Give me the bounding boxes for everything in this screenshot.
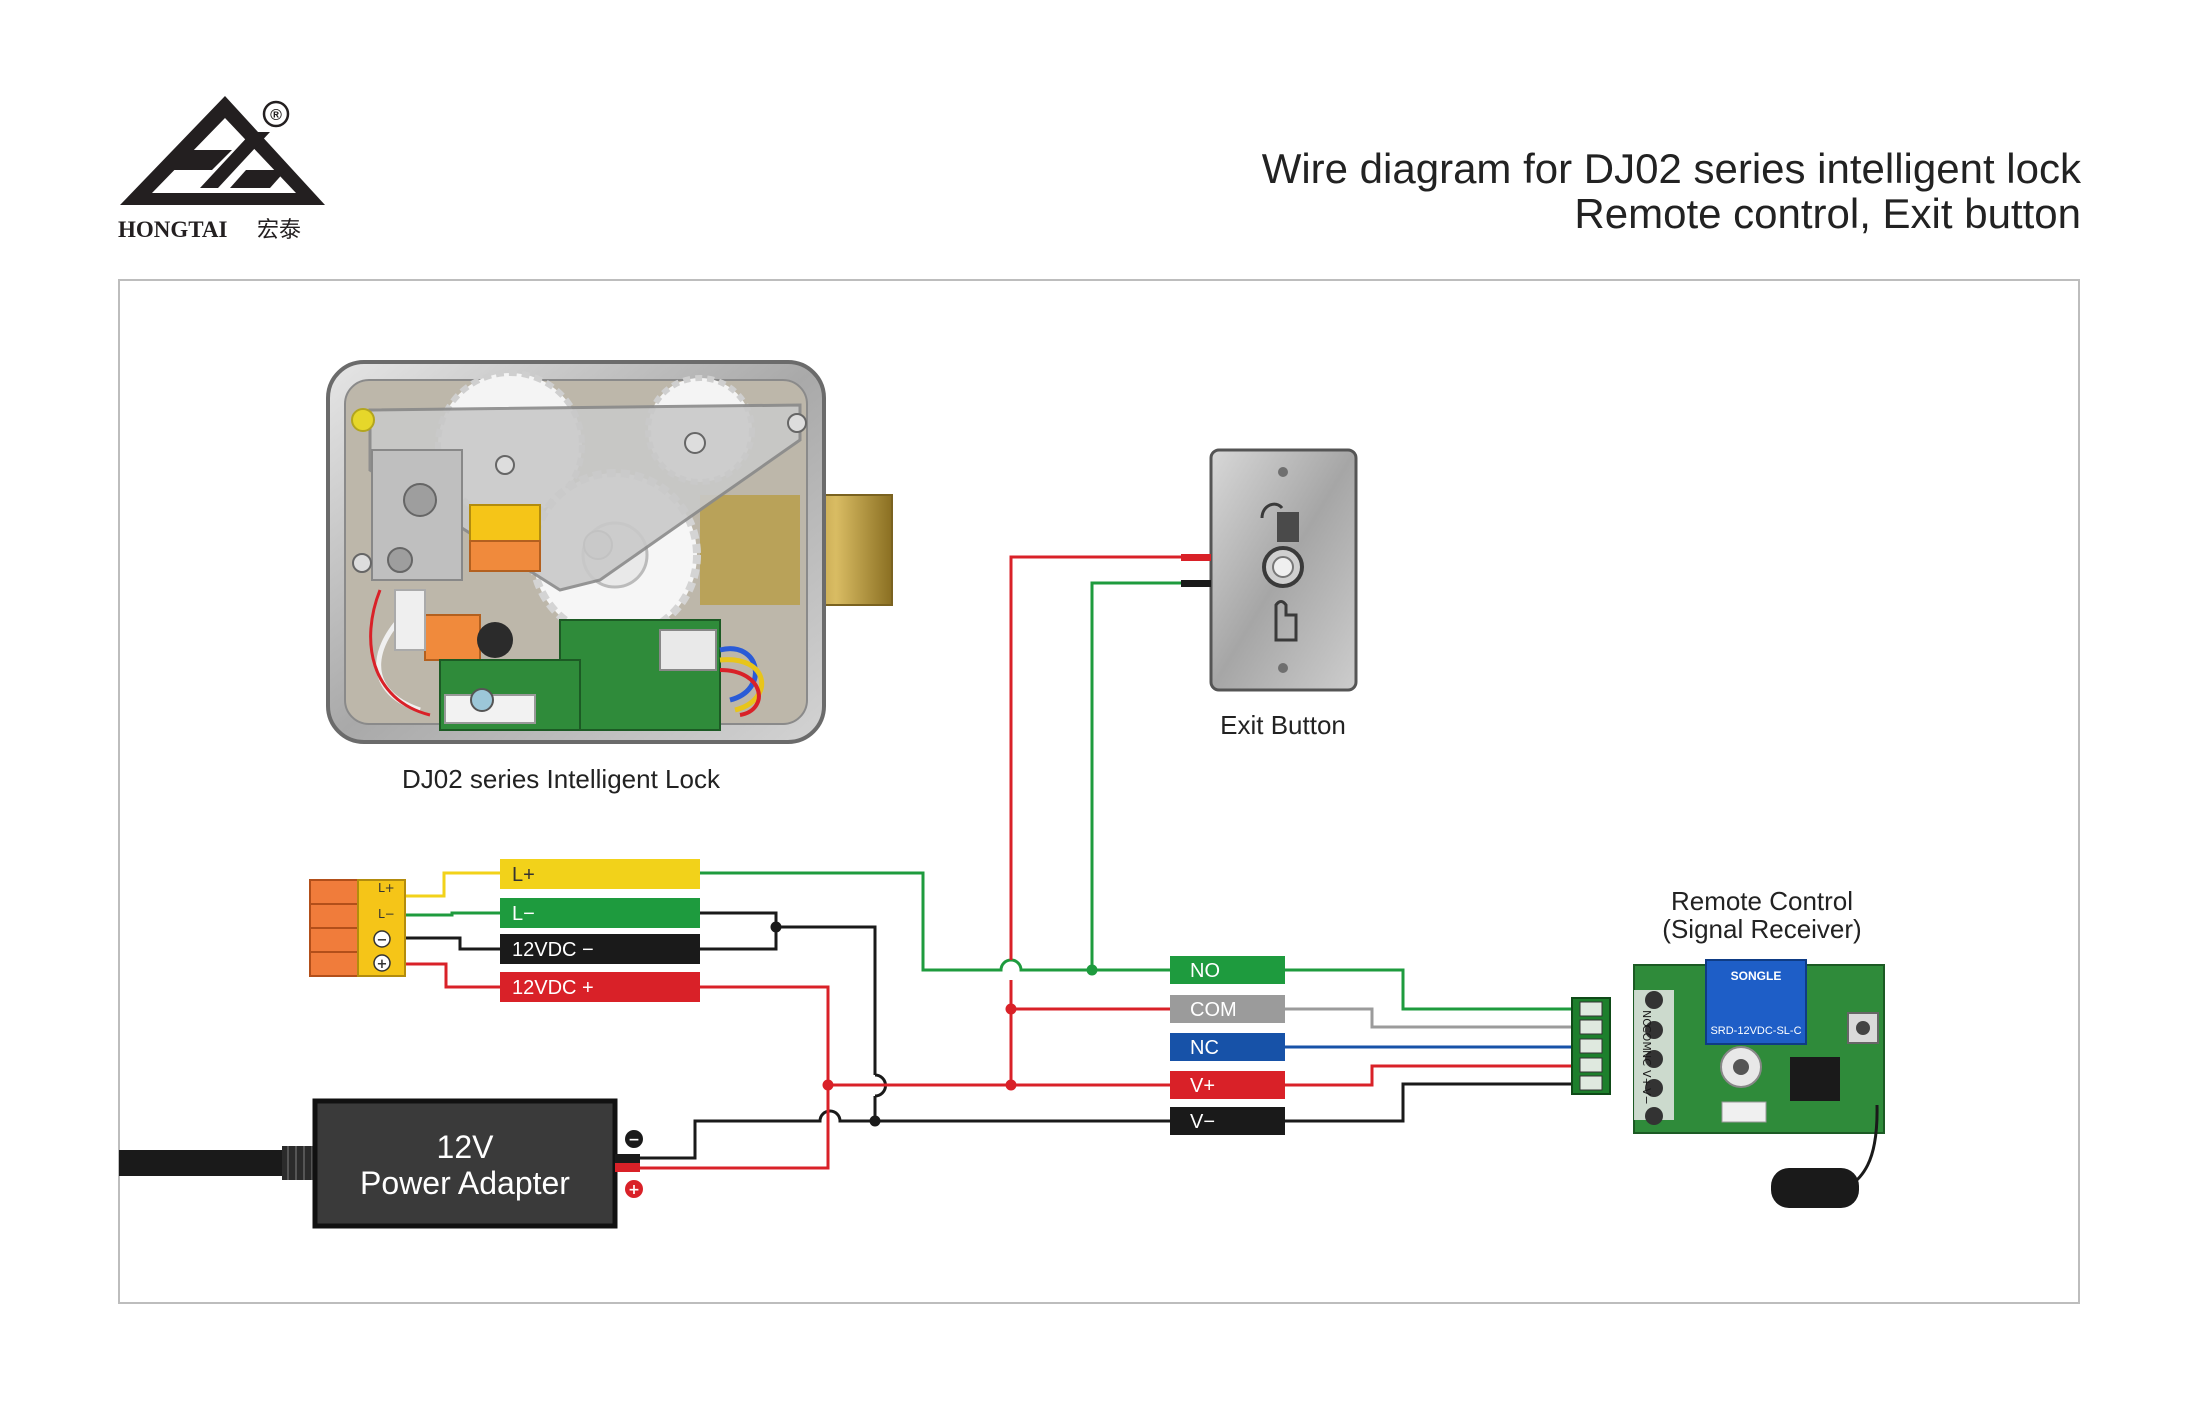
label-vplus: V+ xyxy=(1190,1075,1215,1097)
relay xyxy=(1705,959,1807,1045)
adapter-label-line1: 12V xyxy=(437,1129,495,1165)
page-title-line2: Remote control, Exit button xyxy=(1574,190,2081,237)
label-vminus: V− xyxy=(1190,1111,1215,1133)
label-nc: NC xyxy=(1190,1037,1219,1059)
hongtai-logo: ® HONGTAI 宏泰 xyxy=(118,96,325,243)
power-adapter: 12V Power Adapter − + xyxy=(119,1098,643,1229)
pcb-pin-no: NO xyxy=(1640,1010,1653,1027)
exit-button-caption: Exit Button xyxy=(1220,710,1346,740)
label-no: NO xyxy=(1190,960,1220,982)
label-nc-block xyxy=(1170,1033,1285,1061)
label-com: COM xyxy=(1190,999,1237,1021)
lock-terminal-block: L+ L− − + xyxy=(309,879,406,977)
label-vplus-block xyxy=(1170,1071,1285,1099)
label-12vdc-plus: 12VDC + xyxy=(512,977,594,999)
lock-caption: DJ02 series Intelligent Lock xyxy=(402,764,721,794)
brand-chinese: 宏泰 xyxy=(257,218,301,243)
receiver-caption-line2: (Signal Receiver) xyxy=(1662,914,1861,944)
junction-dots xyxy=(770,921,1098,1127)
receiver-board: NO COM NC V+ V− SONGLE SRD-12VDC-SL-C xyxy=(1571,959,1885,1208)
antenna-coil xyxy=(1771,1168,1859,1208)
label-12vdc-minus-block xyxy=(500,934,700,964)
label-lminus-block xyxy=(500,898,700,928)
receiver-wire-labels: NO COM NC V+ V− xyxy=(1170,956,1285,1135)
negative-polarity-icon xyxy=(625,1130,643,1148)
label-12vdc-plus-block xyxy=(500,972,700,1002)
diagram-frame xyxy=(118,279,2080,1304)
exit-button-black-lead xyxy=(1181,580,1211,587)
relay-brand: SONGLE xyxy=(1731,969,1782,983)
pcb-pin-nc: NC xyxy=(1640,1050,1653,1066)
label-12vdc-minus: 12VDC − xyxy=(512,939,594,961)
label-no-block xyxy=(1170,956,1285,984)
positive-polarity-icon xyxy=(625,1180,643,1198)
adapter-label-line2: Power Adapter xyxy=(360,1165,570,1201)
terminal-mark-minus: − xyxy=(377,933,388,948)
label-vminus-block xyxy=(1170,1107,1285,1135)
terminal-mark-lplus: L+ xyxy=(378,881,395,895)
registered-mark-icon xyxy=(262,100,290,128)
exit-button-red-lead xyxy=(1181,554,1211,561)
receiver-caption-line1: Remote Control xyxy=(1671,886,1853,916)
terminal-mark-lminus: L− xyxy=(378,907,395,921)
label-lminus: L− xyxy=(512,903,535,925)
brand-name: HONGTAI xyxy=(118,217,228,242)
relay-model: SRD-12VDC-SL-C xyxy=(1710,1025,1801,1037)
page-title-line1: Wire diagram for DJ02 series intelligent… xyxy=(1261,145,2081,192)
pcb-pin-vminus: V− xyxy=(1640,1088,1653,1105)
exit-button-illustration xyxy=(1209,448,1358,692)
label-lplus-block xyxy=(500,859,700,889)
adapter-pos-symbol: + xyxy=(628,1182,640,1198)
lock-illustration xyxy=(326,360,893,744)
hand-push-icon xyxy=(1274,600,1298,642)
terminal-mark-plus: + xyxy=(377,957,388,972)
label-lplus: L+ xyxy=(512,864,535,886)
exit-door-icon xyxy=(1277,512,1299,542)
pcb-pin-vplus: V+ xyxy=(1640,1070,1653,1087)
label-com-block xyxy=(1170,995,1285,1023)
pcb-pin-com: COM xyxy=(1640,1025,1653,1051)
registered-mark: ® xyxy=(270,107,282,124)
lock-wire-labels: L+ L− 12VDC − 12VDC + xyxy=(500,859,700,1002)
adapter-neg-symbol: − xyxy=(628,1132,640,1148)
